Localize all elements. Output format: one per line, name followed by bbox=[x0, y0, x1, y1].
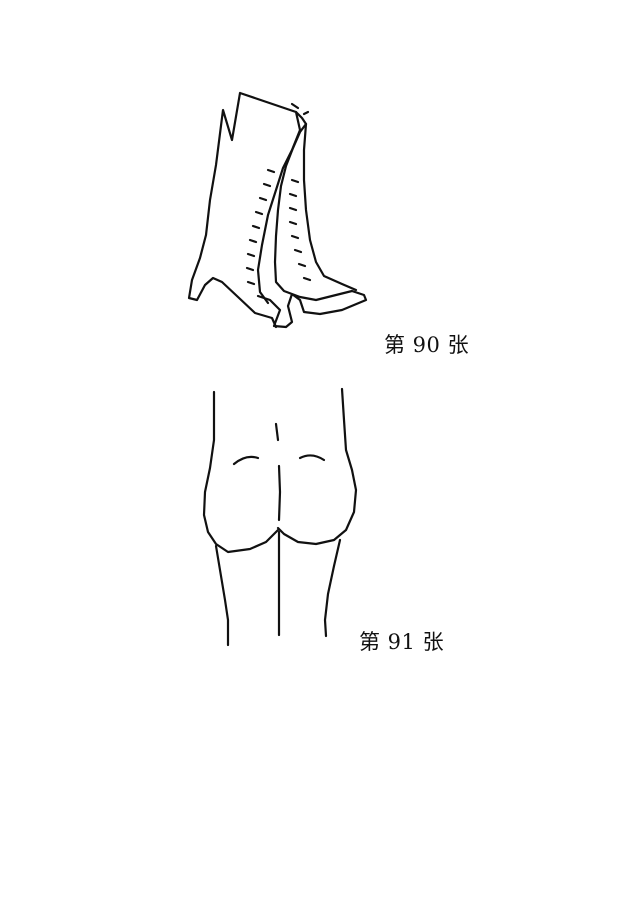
lace-up-boots-drawing-icon bbox=[187, 91, 368, 329]
left-leg-outline bbox=[214, 544, 230, 647]
right-outer-contour bbox=[276, 387, 358, 546]
left-boot-laces bbox=[245, 168, 276, 286]
buttocks-legs-drawing-icon bbox=[202, 387, 358, 647]
figure-91-caption: 第 91 张 bbox=[359, 630, 445, 654]
right-boot-laces bbox=[288, 178, 312, 282]
right-leg-outline bbox=[323, 538, 342, 638]
left-outer-contour bbox=[202, 390, 280, 554]
right-boot-shaft-back bbox=[302, 122, 358, 292]
right-boot-outline bbox=[256, 110, 368, 329]
boot-top-hooks bbox=[290, 102, 310, 116]
left-dimple bbox=[232, 455, 260, 466]
right-dimple bbox=[298, 454, 326, 462]
left-boot-outline bbox=[187, 91, 302, 329]
spine-crease bbox=[274, 422, 282, 522]
figure-90-caption: 第 90 张 bbox=[384, 333, 470, 357]
